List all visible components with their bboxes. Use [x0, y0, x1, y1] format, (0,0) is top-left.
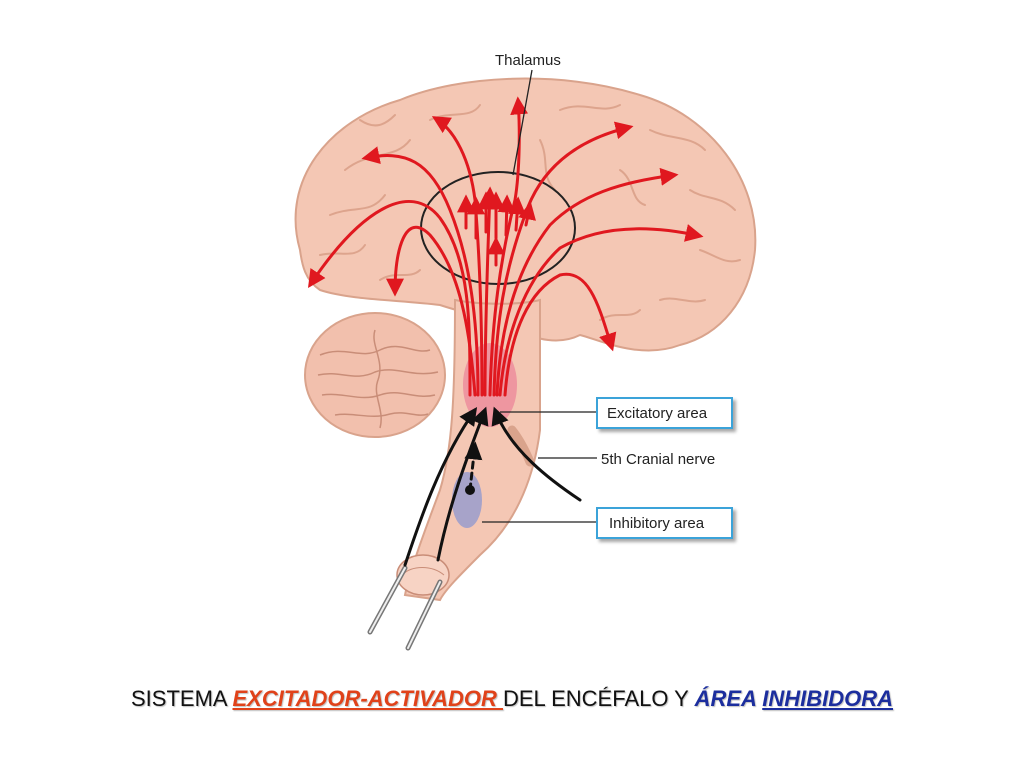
cerebellum: [304, 312, 446, 438]
inhibitory-neuron-dot: [465, 485, 475, 495]
inhibitory-area-box: [596, 507, 733, 539]
excitatory-area-box: [596, 397, 733, 429]
brainstem-pathways: [403, 406, 582, 567]
inhibitory-area-region: [452, 472, 482, 528]
slide-caption: SISTEMA EXCITADOR-ACTIVADOR DEL ENCÉFALO…: [0, 686, 1024, 712]
excitatory-area-label: Excitatory area: [607, 405, 708, 422]
caption-part-sistema: SISTEMA: [131, 686, 233, 711]
caption-excitador-activador: EXCITADOR-ACTIVADOR: [232, 686, 503, 711]
caption-area: ÁREA: [694, 686, 763, 711]
thalamus-label: Thalamus: [495, 52, 561, 69]
thalamus-leader: [512, 69, 533, 176]
gyri-texture: [319, 104, 741, 321]
cranial-nerve-label: 5th Cranial nerve: [601, 451, 715, 468]
excitatory-pathways: [308, 96, 704, 397]
caption-part-encefalo: DEL ENCÉFALO Y: [503, 686, 695, 711]
inhibitory-area-label: Inhibitory area: [609, 515, 705, 532]
caption-inhibidora: INHIBIDORA: [762, 686, 893, 711]
